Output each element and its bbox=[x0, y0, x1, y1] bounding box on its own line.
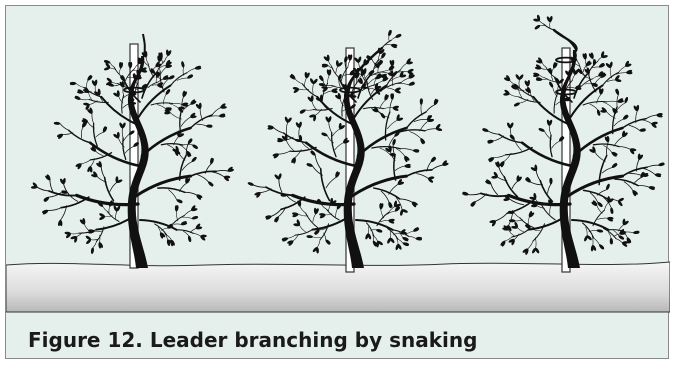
figure-caption: Figure 12. Leader branching by snaking bbox=[28, 328, 478, 352]
leader-trunk bbox=[127, 56, 149, 268]
tree-3-late bbox=[462, 14, 665, 273]
tree-1-early bbox=[30, 33, 234, 269]
stake bbox=[129, 43, 139, 269]
stake bbox=[345, 47, 355, 273]
tree-2-middle bbox=[247, 29, 449, 273]
figure-frame: Figure 12. Leader branching by snaking bbox=[5, 5, 670, 359]
leader-trunk bbox=[559, 50, 581, 268]
stake bbox=[561, 47, 571, 273]
tree-training-illustration bbox=[6, 14, 670, 313]
leader-trunk bbox=[343, 68, 365, 268]
